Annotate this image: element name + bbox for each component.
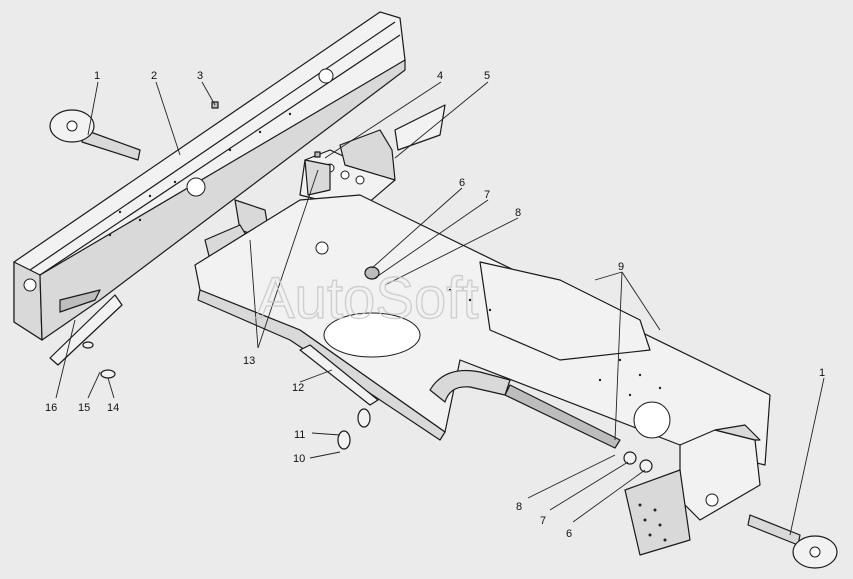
tow-hook-front xyxy=(49,109,141,161)
side-member-left xyxy=(13,11,406,341)
callout-3: 3 xyxy=(197,70,203,82)
callout-8-bottom: 8 xyxy=(516,501,522,513)
callout-5: 5 xyxy=(484,70,490,82)
callout-13: 13 xyxy=(243,355,255,367)
callout-6-bottom: 6 xyxy=(566,528,572,540)
tow-hook-rear xyxy=(747,514,838,569)
callout-4: 4 xyxy=(437,70,443,82)
callout-2: 2 xyxy=(151,70,157,82)
callout-11: 11 xyxy=(294,429,305,441)
callout-7-bottom: 7 xyxy=(540,515,546,527)
callout-15: 15 xyxy=(78,402,90,414)
callout-10: 10 xyxy=(293,453,305,465)
callout-6-top: 6 xyxy=(459,177,465,189)
watermark-text: AutoSoft xyxy=(256,266,478,331)
callout-8-top: 8 xyxy=(515,207,521,219)
leader-lines xyxy=(55,81,825,536)
rear-crossmember xyxy=(624,424,761,556)
main-frame-body xyxy=(194,194,771,466)
callout-1-front: 1 xyxy=(94,70,100,82)
cross-bracket xyxy=(299,129,396,211)
callout-14: 14 xyxy=(107,402,119,414)
callout-1-rear: 1 xyxy=(819,367,825,379)
callout-7-top: 7 xyxy=(484,189,490,201)
callout-16: 16 xyxy=(45,402,57,414)
callout-12: 12 xyxy=(292,382,304,394)
callout-9: 9 xyxy=(618,261,624,273)
callout-labels: 1 2 3 4 5 6 7 8 9 1 13 12 11 10 16 15 14… xyxy=(45,70,825,540)
